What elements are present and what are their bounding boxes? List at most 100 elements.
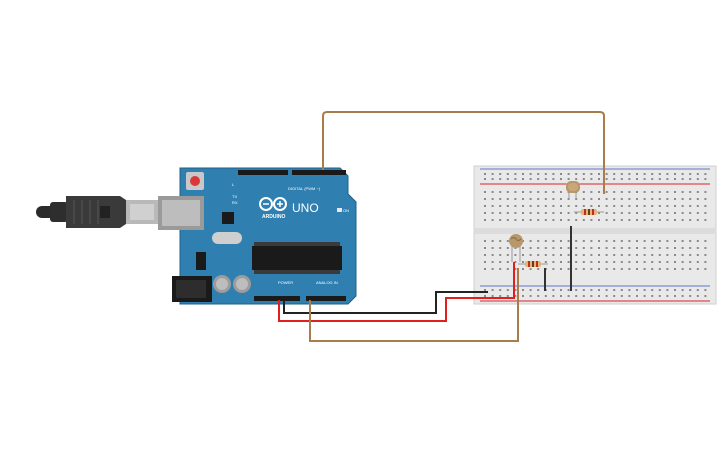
breadboard-hole[interactable] — [537, 295, 540, 297]
breadboard-hole[interactable] — [514, 173, 517, 175]
breadboard-hole[interactable] — [544, 254, 547, 256]
breadboard-hole[interactable] — [643, 191, 646, 193]
breadboard-hole[interactable] — [658, 261, 661, 263]
breadboard-hole[interactable] — [620, 178, 623, 180]
breadboard-hole[interactable] — [499, 268, 502, 270]
breadboard-hole[interactable] — [696, 178, 699, 180]
breadboard-hole[interactable] — [689, 254, 692, 256]
breadboard-hole[interactable] — [689, 289, 692, 291]
breadboard-hole[interactable] — [590, 295, 593, 297]
breadboard-hole[interactable] — [658, 205, 661, 207]
breadboard-hole[interactable] — [575, 205, 578, 207]
breadboard-hole[interactable] — [696, 247, 699, 249]
breadboard-hole[interactable] — [666, 268, 669, 270]
breadboard-hole[interactable] — [613, 240, 616, 242]
breadboard-hole[interactable] — [605, 198, 608, 200]
breadboard-hole[interactable] — [704, 240, 707, 242]
breadboard-hole[interactable] — [560, 205, 562, 207]
breadboard-hole[interactable] — [704, 173, 707, 175]
breadboard-hole[interactable] — [643, 173, 646, 175]
breadboard-hole[interactable] — [681, 240, 684, 242]
breadboard-hole[interactable] — [643, 205, 646, 207]
breadboard-hole[interactable] — [613, 173, 616, 175]
breadboard-hole[interactable] — [582, 191, 585, 193]
breadboard-hole[interactable] — [658, 254, 661, 256]
breadboard-hole[interactable] — [620, 219, 623, 221]
breadboard-hole[interactable] — [484, 205, 486, 207]
breadboard-hole[interactable] — [658, 198, 661, 200]
breadboard-hole[interactable] — [484, 212, 486, 214]
breadboard-hole[interactable] — [696, 289, 699, 291]
breadboard-hole[interactable] — [514, 178, 517, 180]
digital-header-1[interactable] — [238, 170, 288, 175]
breadboard-hole[interactable] — [484, 261, 486, 263]
breadboard-hole[interactable] — [689, 295, 692, 297]
resistor-icon[interactable] — [518, 261, 548, 267]
breadboard-hole[interactable] — [582, 198, 585, 200]
breadboard-hole[interactable] — [552, 212, 555, 214]
breadboard-hole[interactable] — [636, 240, 638, 242]
breadboard-hole[interactable] — [636, 254, 638, 256]
breadboard-hole[interactable] — [651, 247, 654, 249]
breadboard-hole[interactable] — [567, 173, 570, 175]
breadboard-hole[interactable] — [491, 198, 494, 200]
breadboard-hole[interactable] — [628, 198, 631, 200]
breadboard-hole[interactable] — [491, 219, 494, 221]
breadboard-hole[interactable] — [499, 254, 502, 256]
breadboard-hole[interactable] — [628, 212, 631, 214]
breadboard-hole[interactable] — [575, 173, 578, 175]
breadboard-hole[interactable] — [658, 178, 661, 180]
breadboard-hole[interactable] — [628, 289, 631, 291]
breadboard-hole[interactable] — [552, 173, 555, 175]
breadboard-hole[interactable] — [506, 198, 509, 200]
breadboard-hole[interactable] — [651, 254, 654, 256]
breadboard-hole[interactable] — [674, 268, 676, 270]
arduino-uno-board[interactable]: ARDUINO UNO TX RX L ON DIGITAL (PWM ~) P… — [158, 167, 357, 305]
breadboard-hole[interactable] — [636, 247, 638, 249]
breadboard-hole[interactable] — [560, 173, 562, 175]
breadboard-hole[interactable] — [658, 212, 661, 214]
breadboard-hole[interactable] — [499, 295, 502, 297]
breadboard-hole[interactable] — [598, 240, 600, 242]
breadboard-hole[interactable] — [689, 261, 692, 263]
breadboard-hole[interactable] — [620, 240, 623, 242]
breadboard-hole[interactable] — [636, 261, 638, 263]
breadboard-hole[interactable] — [674, 198, 676, 200]
breadboard-hole[interactable] — [651, 198, 654, 200]
breadboard-hole[interactable] — [522, 178, 524, 180]
breadboard-hole[interactable] — [491, 173, 494, 175]
breadboard-hole[interactable] — [537, 268, 540, 270]
led-icon[interactable] — [566, 181, 580, 199]
breadboard-hole[interactable] — [636, 268, 638, 270]
breadboard-hole[interactable] — [590, 261, 593, 263]
breadboard-hole[interactable] — [552, 247, 555, 249]
breadboard-hole[interactable] — [643, 212, 646, 214]
breadboard-hole[interactable] — [499, 240, 502, 242]
breadboard-hole[interactable] — [605, 295, 608, 297]
breadboard-hole[interactable] — [674, 254, 676, 256]
breadboard-hole[interactable] — [499, 212, 502, 214]
breadboard-hole[interactable] — [613, 289, 616, 291]
breadboard-hole[interactable] — [636, 205, 638, 207]
breadboard-hole[interactable] — [620, 198, 623, 200]
breadboard-hole[interactable] — [681, 247, 684, 249]
breadboard-hole[interactable] — [590, 198, 593, 200]
breadboard-hole[interactable] — [598, 289, 600, 291]
breadboard-hole[interactable] — [544, 247, 547, 249]
breadboard-hole[interactable] — [681, 205, 684, 207]
breadboard-hole[interactable] — [696, 198, 699, 200]
breadboard-hole[interactable] — [590, 219, 593, 221]
breadboard-hole[interactable] — [491, 295, 494, 297]
breadboard-hole[interactable] — [681, 198, 684, 200]
breadboard-hole[interactable] — [613, 212, 616, 214]
breadboard-hole[interactable] — [499, 173, 502, 175]
breadboard-hole[interactable] — [666, 219, 669, 221]
breadboard-hole[interactable] — [613, 261, 616, 263]
breadboard-hole[interactable] — [514, 219, 517, 221]
breadboard-hole[interactable] — [552, 191, 555, 193]
breadboard-hole[interactable] — [552, 205, 555, 207]
breadboard-hole[interactable] — [506, 191, 509, 193]
breadboard-hole[interactable] — [605, 261, 608, 263]
breadboard-hole[interactable] — [529, 219, 532, 221]
breadboard-hole[interactable] — [491, 191, 494, 193]
